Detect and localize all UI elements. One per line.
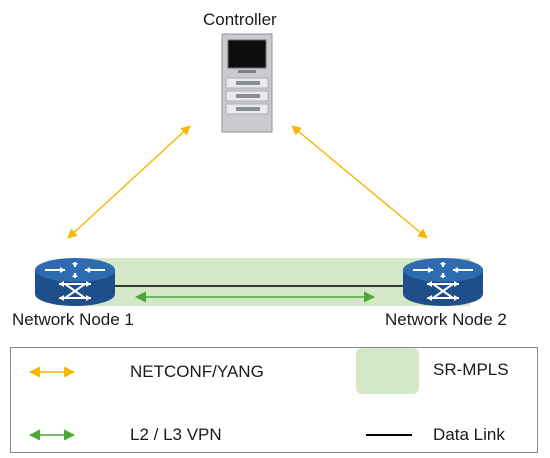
legend-sr-mpls-swatch: [356, 348, 419, 394]
network-node-1-label: Network Node 1: [12, 310, 134, 329]
legend-sr-mpls-label: SR-MPLS: [433, 360, 509, 379]
netconf-arrow-right: [291, 125, 428, 239]
netconf-arrow-left: [67, 125, 191, 239]
legend: [10, 347, 538, 453]
router-icon: [35, 258, 115, 306]
network-node-2-label: Network Node 2: [385, 310, 507, 329]
server-icon: [221, 33, 273, 133]
legend-vpn-label: L2 / L3 VPN: [130, 425, 222, 444]
controller-label: Controller: [203, 10, 277, 29]
router-icon: [403, 258, 483, 306]
legend-netconf-label: NETCONF/YANG: [130, 362, 264, 381]
legend-data-link-label: Data Link: [433, 425, 505, 444]
